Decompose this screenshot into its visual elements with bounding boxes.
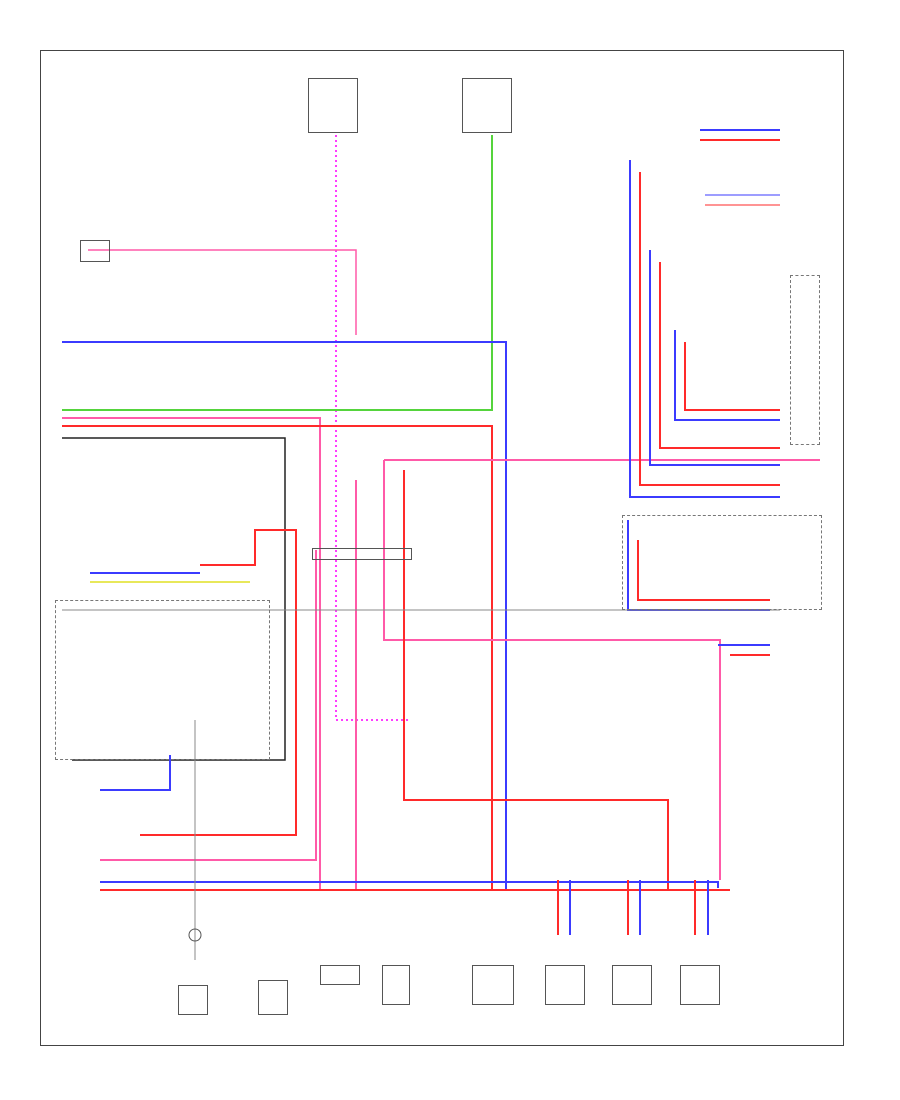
- wire-blue-upper: [62, 341, 507, 890]
- bottom-module-8: [680, 965, 720, 1005]
- bottom-module-3: [320, 965, 360, 985]
- wire-pink-mid: [62, 417, 321, 535]
- bottom-module-5: [472, 965, 514, 1005]
- ground-symbol: [188, 928, 202, 942]
- bottom-module-6: [545, 965, 585, 1005]
- wire-center-4: [383, 460, 721, 880]
- wire-pink-top: [88, 249, 357, 335]
- wire-right-lower-red: [637, 540, 770, 601]
- wire-right-blue-2: [649, 250, 780, 466]
- wire-center-5: [403, 470, 669, 890]
- wire-red-mid: [62, 425, 493, 890]
- wire-fuse-right: [62, 135, 493, 411]
- left-module-top: [80, 240, 110, 262]
- bottom-module-2: [258, 980, 288, 1015]
- wire-right-red-2: [659, 262, 780, 449]
- bottom-module-4: [382, 965, 410, 1005]
- wire-fuse-left: [335, 135, 408, 721]
- center-connector: [312, 548, 412, 560]
- wire-blue-lower: [100, 881, 719, 888]
- wire-black: [62, 437, 286, 761]
- wire-blue-left: [100, 755, 171, 791]
- right-frame-top: [790, 275, 820, 445]
- bottom-module-1: [178, 985, 208, 1015]
- wire-right-blue-1: [629, 160, 780, 498]
- fuse-box-left: [308, 78, 358, 133]
- wire-pink-loop: [100, 550, 317, 861]
- bottom-module-7: [612, 965, 652, 1005]
- wire-right-blue-3: [674, 330, 780, 421]
- wire-right-red-1: [639, 172, 780, 486]
- fuse-box-right: [462, 78, 512, 133]
- wire-right-red-3: [684, 342, 780, 411]
- wire-red-loop: [140, 529, 297, 836]
- right-frame-bottom: [622, 515, 822, 610]
- diagram-frame: [40, 50, 844, 1046]
- left-harness-frame: [55, 600, 270, 760]
